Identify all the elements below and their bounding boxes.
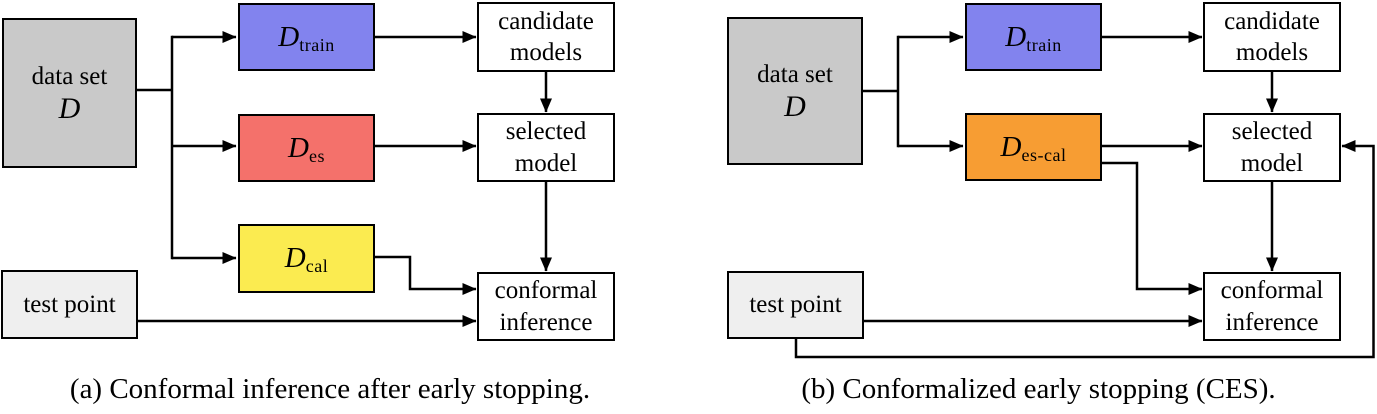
node-a-test-point-label: test point [23, 290, 116, 318]
node-a-candidate-models-line2: models [509, 39, 583, 66]
node-b-selected-model-line1: selected [1231, 118, 1313, 146]
node-b-selected-model: selected model [1203, 113, 1341, 182]
node-b-dataset-symbol: D [784, 90, 806, 124]
node-a-test-point: test point [1, 270, 138, 339]
node-a-dataset-label: data set [31, 62, 108, 90]
node-a-selected-model: selected model [477, 113, 615, 182]
node-b-candidate-models: candidate models [1203, 2, 1341, 72]
edge-b-testpoint-feedback-to-selected [794, 140, 1375, 359]
caption-panel-b: (b) Conformalized early stopping (CES). [801, 373, 1276, 405]
node-a-conformal-inference: conformal inference [477, 272, 615, 341]
node-b-test-point-label: test point [749, 291, 842, 319]
node-b-descal-symbol: D [1000, 130, 1022, 163]
node-b-selected-model-line2: model [1240, 149, 1304, 177]
caption-panel-a: (a) Conformal inference after early stop… [69, 373, 591, 405]
node-a-dataset-symbol: D [58, 92, 81, 126]
node-b-conformal-inference: conformal inference [1203, 272, 1341, 341]
node-a-dtrain-symbol: D [278, 20, 300, 53]
node-a-dcal-subscript: cal [305, 256, 329, 276]
node-b-test-point: test point [727, 271, 864, 339]
node-a-candidate-models-line1: candidate [498, 7, 594, 35]
node-a-des-symbol: D [288, 131, 309, 164]
node-b-dataset: data set D [727, 17, 863, 165]
node-b-conformal-inference-line2: inference [1225, 308, 1319, 336]
node-b-candidate-models-line1: candidate [1224, 7, 1320, 35]
node-b-descal-subscript: es-cal [1021, 144, 1067, 165]
node-a-dataset: data set D [2, 18, 137, 168]
edge-b-escal-to-conformal [1102, 161, 1203, 295]
node-b-dtrain-subscript: train [1026, 34, 1062, 55]
node-a-dcal-symbol: D [284, 242, 306, 274]
node-a-conformal-inference-line1: conformal [494, 277, 598, 305]
node-b-dtrain-symbol: D [1005, 20, 1027, 53]
edge-a-cal-to-conformal [375, 255, 477, 295]
node-b-candidate-models-line2: models [1235, 39, 1309, 66]
node-a-des-subscript: es [308, 145, 325, 166]
node-a-conformal-inference-line2: inference [499, 308, 593, 336]
node-b-dataset-label: data set [757, 60, 833, 88]
node-a-candidate-models: candidate models [477, 2, 615, 72]
node-a-selected-model-line1: selected [505, 118, 587, 146]
node-b-conformal-inference-line1: conformal [1220, 277, 1324, 305]
node-a-dtrain-subscript: train [299, 34, 335, 55]
node-a-selected-model-line2: model [514, 149, 578, 177]
